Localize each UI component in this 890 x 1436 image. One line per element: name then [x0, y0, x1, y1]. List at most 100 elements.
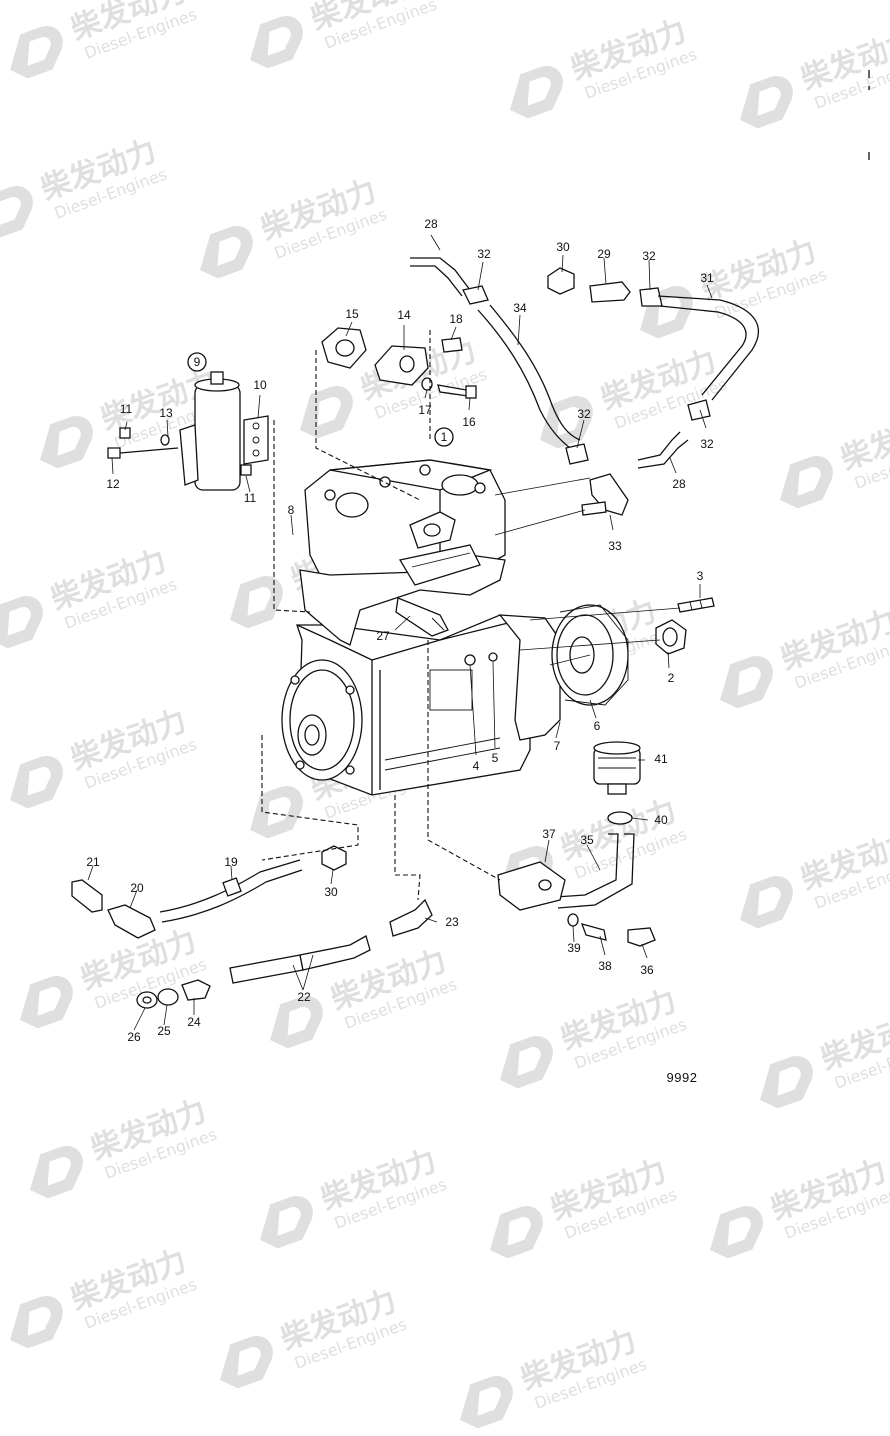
watermark-logo-icon — [710, 1206, 763, 1259]
callout-18: 18 — [449, 312, 463, 326]
watermark-logo-icon — [10, 756, 63, 809]
callout-15: 15 — [345, 307, 359, 321]
callout-leaders — [87, 234, 713, 1031]
watermark-logo-icon — [30, 1146, 83, 1199]
callout-39: 39 — [567, 941, 581, 955]
lower-pipe-assembly — [71, 845, 433, 1009]
callout-37: 37 — [542, 827, 556, 841]
callout-32c: 32 — [577, 407, 591, 421]
callout-16: 16 — [462, 415, 476, 429]
watermark-logo-icon — [270, 996, 323, 1049]
callout-31: 31 — [700, 271, 714, 285]
callout-41: 41 — [654, 752, 668, 766]
callout-11a: 11 — [120, 402, 133, 416]
callout-35: 35 — [580, 833, 594, 847]
callout-3: 3 — [697, 569, 704, 583]
watermark-logo-icon — [20, 976, 73, 1029]
compressor-assembly — [281, 459, 629, 796]
diagram-reference-code: 9992 — [667, 1070, 698, 1085]
callout-28a: 28 — [424, 217, 438, 231]
callout-24: 24 — [187, 1015, 201, 1029]
watermark-logo-icon — [490, 1206, 543, 1259]
callout-30b: 30 — [324, 885, 338, 899]
watermark-logo-icon — [40, 416, 93, 469]
callout-32a: 32 — [477, 247, 491, 261]
watermark-logo-icon — [740, 76, 793, 129]
watermark-logo-icon — [510, 66, 563, 119]
callout-36: 36 — [640, 963, 654, 977]
callout-34: 34 — [513, 301, 527, 315]
callout-30a: 30 — [556, 240, 570, 254]
callout-20: 20 — [130, 881, 144, 895]
callout-28b: 28 — [672, 477, 686, 491]
callout-27: 27 — [376, 629, 390, 643]
watermark-logo-icon — [300, 386, 353, 439]
callout-9: 9 — [194, 355, 201, 369]
watermark-logo-icon — [460, 1376, 513, 1429]
callout-labels: 1 9 28 32 30 29 32 31 34 15 14 18 17 16 … — [86, 217, 714, 1044]
callout-11b: 11 — [244, 491, 257, 505]
callout-13: 13 — [159, 406, 173, 420]
watermark-logo-icon — [230, 576, 283, 629]
callout-40: 40 — [654, 813, 668, 827]
upper-hose-assembly — [410, 257, 760, 516]
callout-26: 26 — [127, 1030, 141, 1044]
callout-19: 19 — [224, 855, 238, 869]
breather-assembly — [497, 741, 656, 947]
callout-23: 23 — [445, 915, 459, 929]
circled-markers — [187, 352, 454, 447]
watermark-logo-icon — [250, 16, 303, 69]
assembly-lines — [261, 330, 681, 901]
watermark-logo-icon — [720, 656, 773, 709]
callout-25: 25 — [157, 1024, 171, 1038]
callout-21: 21 — [86, 855, 100, 869]
callout-2: 2 — [668, 671, 675, 685]
watermark-logo-icon — [200, 226, 253, 279]
watermark-logo-icon — [10, 1296, 63, 1349]
watermark-logo-icon — [740, 876, 793, 929]
callout-6: 6 — [594, 719, 601, 733]
watermark-logo-icon — [760, 1056, 813, 1109]
flanges-and-bolts — [321, 327, 477, 399]
callout-29: 29 — [597, 247, 611, 261]
callout-5: 5 — [492, 751, 499, 765]
callout-17: 17 — [418, 403, 432, 417]
callout-14: 14 — [397, 308, 411, 322]
callout-38: 38 — [598, 959, 612, 973]
callout-4: 4 — [473, 759, 480, 773]
callout-32b: 32 — [642, 249, 656, 263]
callout-7: 7 — [554, 739, 561, 753]
watermark-logo-icon — [0, 186, 33, 239]
callout-12: 12 — [106, 477, 120, 491]
callout-8: 8 — [288, 503, 295, 517]
callout-10: 10 — [253, 378, 267, 392]
watermark-logo-icon — [0, 596, 43, 649]
callout-1: 1 — [441, 430, 448, 444]
callout-32d: 32 — [700, 437, 714, 451]
unloader-cylinder — [107, 371, 269, 491]
stud-and-nut — [655, 597, 715, 655]
watermark-logo-icon — [500, 1036, 553, 1089]
watermark-logo-icon — [220, 1336, 273, 1389]
callout-22: 22 — [297, 990, 311, 1004]
